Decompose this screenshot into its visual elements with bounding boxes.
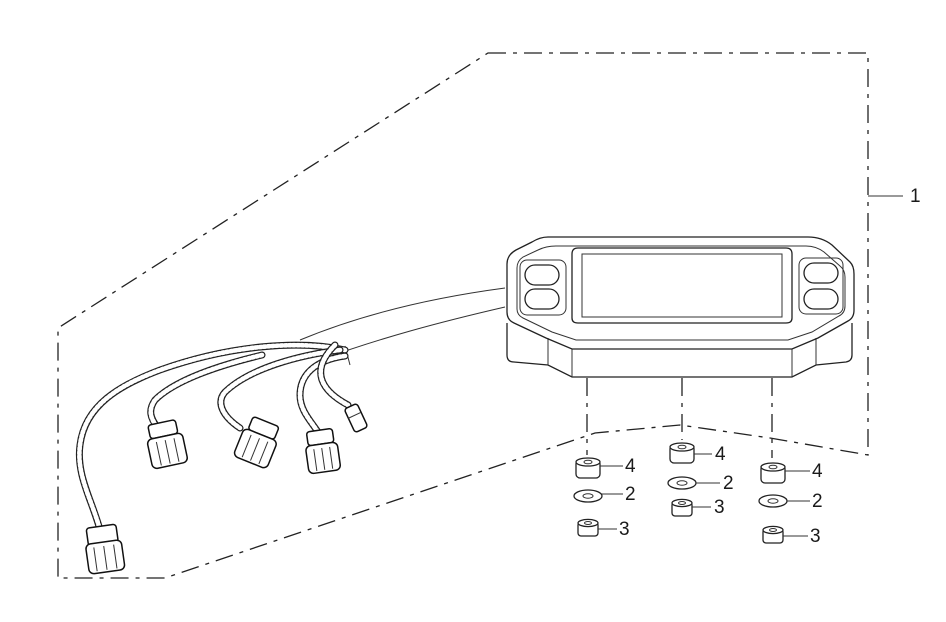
callout-3-center: 3: [714, 497, 725, 518]
left-hardware-stack: [573, 457, 603, 537]
center-hardware-stack: [667, 442, 697, 517]
callout-3-left: 3: [619, 519, 630, 540]
connector-e: [344, 403, 368, 433]
callout-2-left: 2: [625, 484, 636, 505]
callout-3-right: 3: [810, 526, 821, 547]
right-hardware-stack: [758, 462, 788, 544]
callout-2-center: 2: [723, 473, 734, 494]
connector-b: [146, 419, 189, 470]
callout-4-right: 4: [812, 461, 823, 482]
callout-2-right: 2: [812, 491, 823, 512]
assembly-boundary: [57, 52, 869, 579]
callout-4-left: 4: [625, 456, 636, 477]
callout-4-center: 4: [715, 444, 726, 465]
callout-1: 1: [910, 186, 921, 207]
connector-c: [233, 416, 280, 469]
connector-a: [85, 523, 126, 575]
wire-harness: [75, 287, 506, 534]
instrument-gauge: [506, 236, 855, 378]
hardware-leader-lines: [598, 453, 810, 537]
connector-d: [305, 428, 342, 475]
